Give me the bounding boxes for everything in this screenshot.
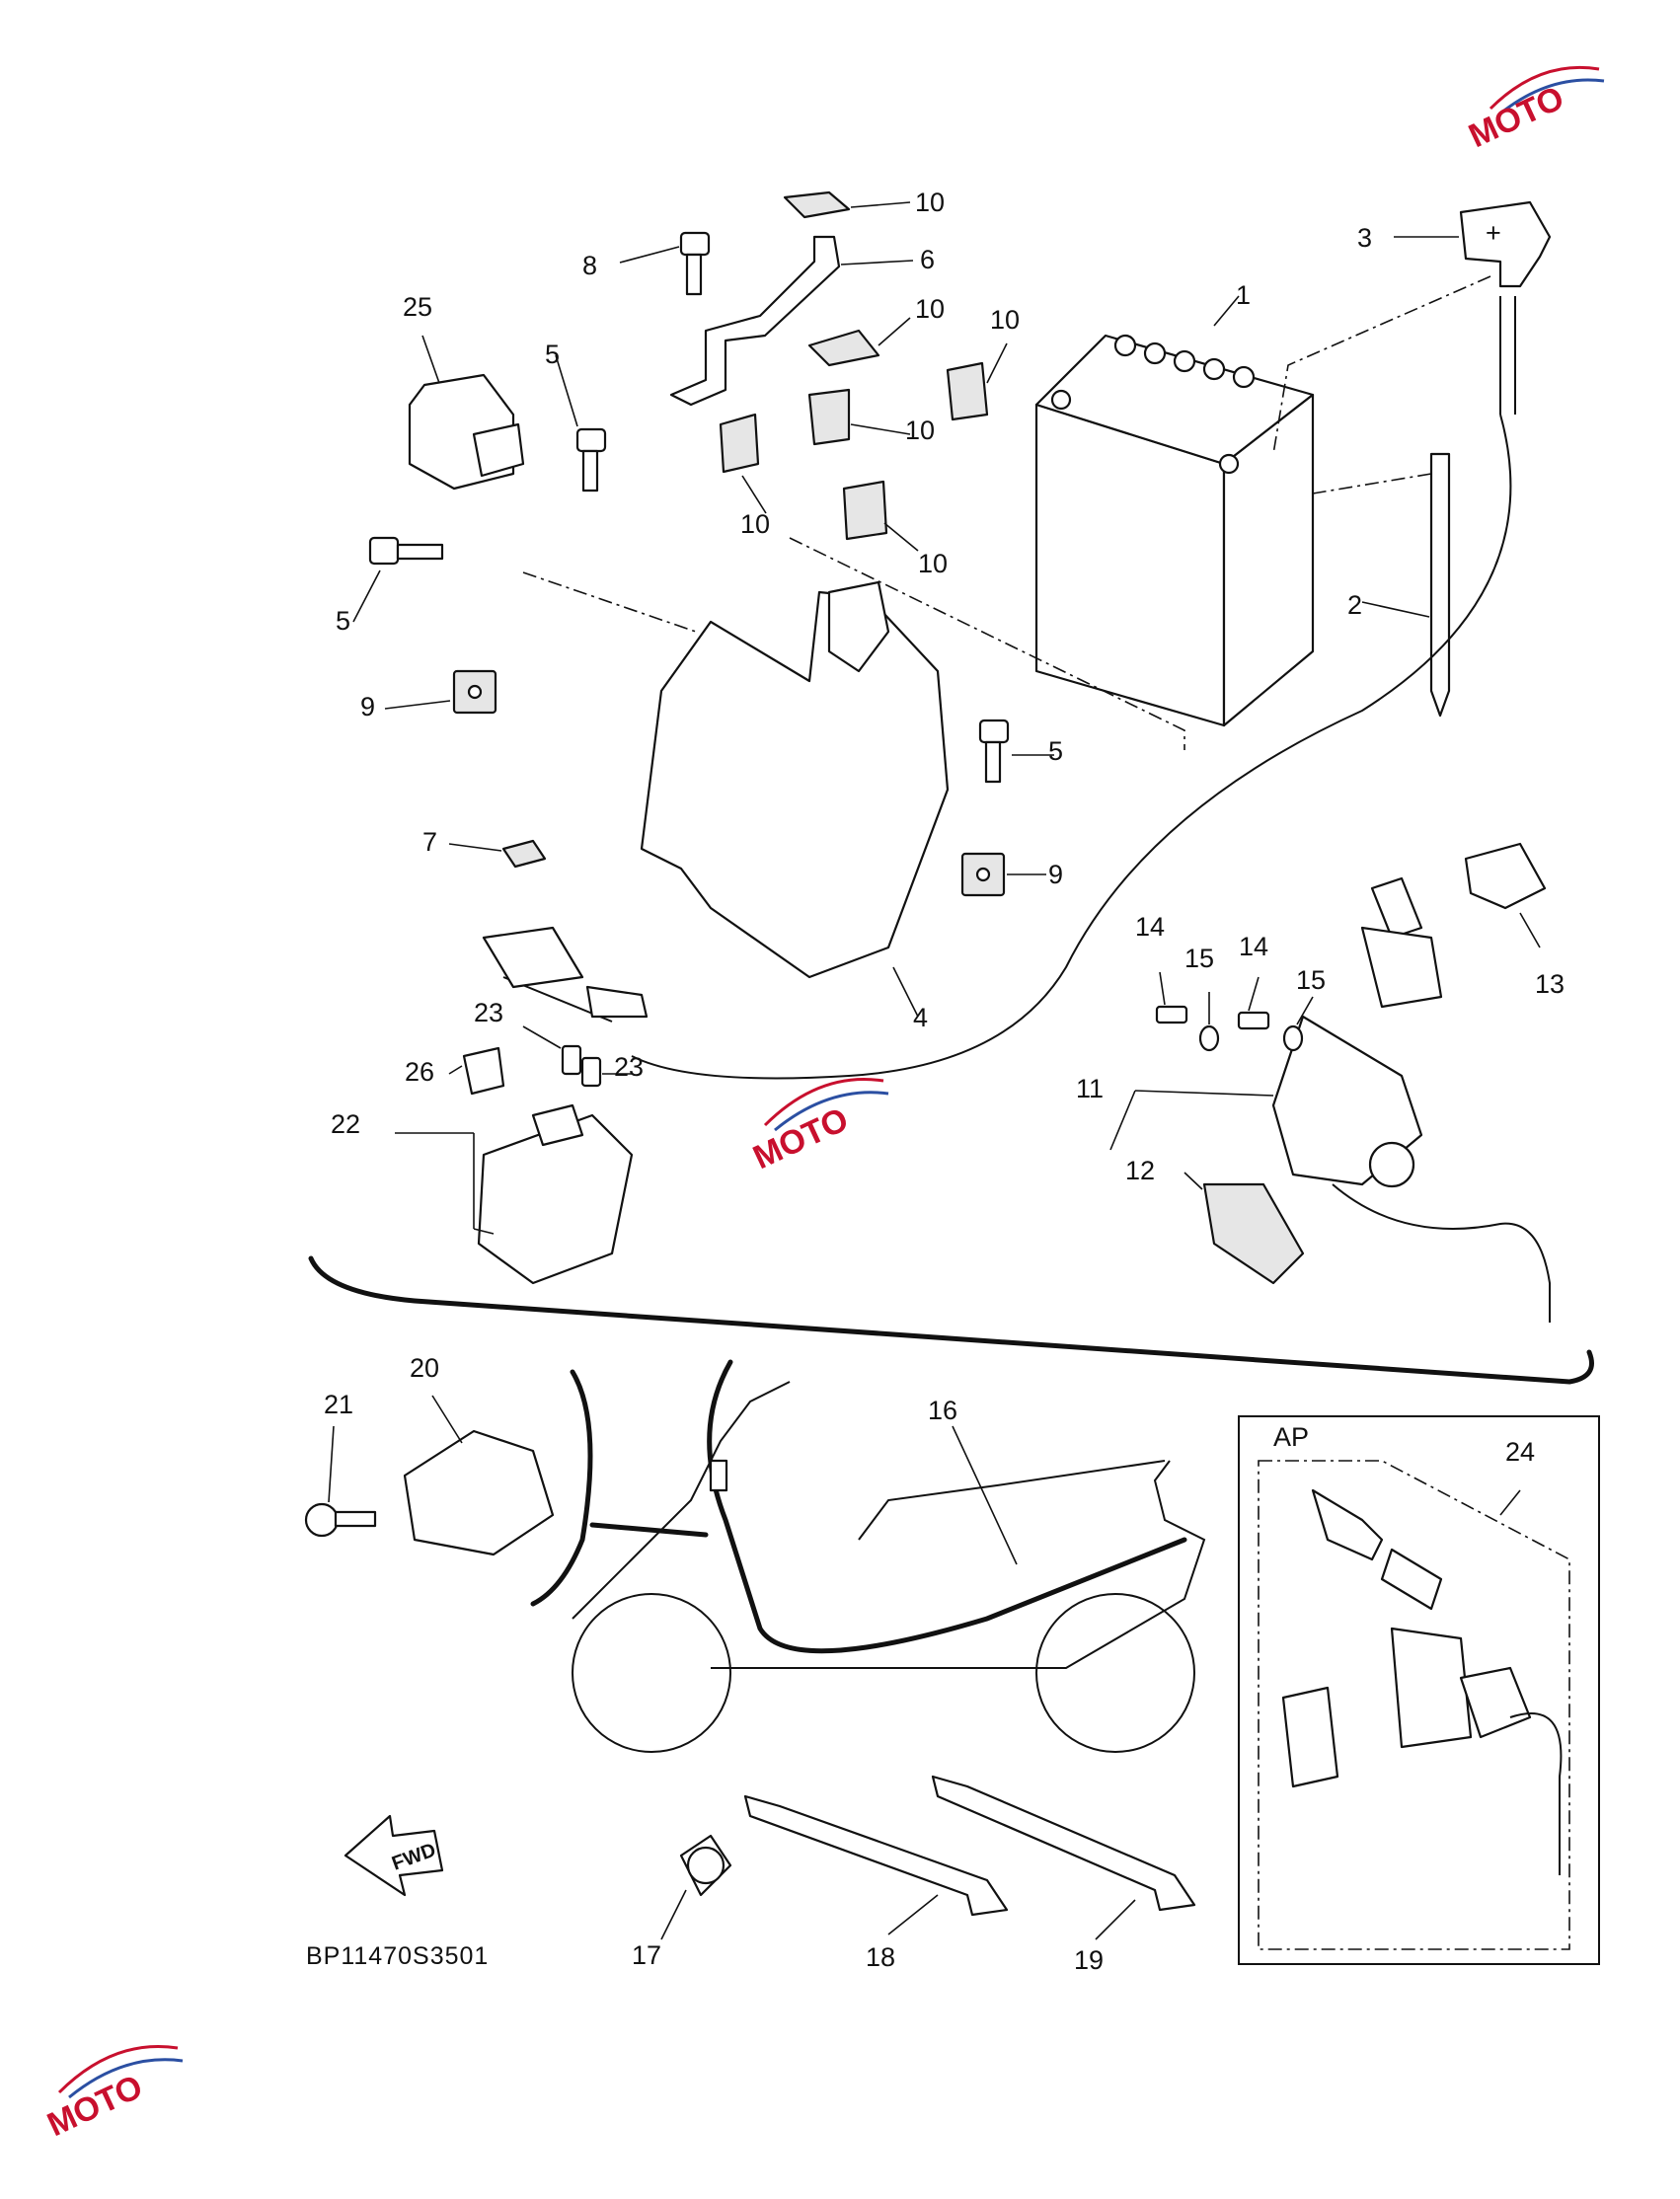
- terminal-cover-part-3: +: [1272, 200, 1552, 455]
- washer-part-15: [1198, 992, 1314, 1052]
- bolt-part-5: [352, 354, 1054, 784]
- callout-6: 6: [920, 245, 935, 274]
- callout-1: 1: [1236, 280, 1251, 310]
- diagram-code: BP11470S3501: [306, 1942, 489, 1970]
- callout-11: 11: [1076, 1074, 1104, 1103]
- callout-7: 7: [422, 827, 437, 857]
- callout-14-b: 14: [1239, 932, 1268, 961]
- callout-5-left: 5: [336, 606, 350, 636]
- inset-label: AP: [1273, 1422, 1309, 1452]
- clip-nut-part-7: [448, 839, 547, 869]
- callout-23-a: 23: [474, 998, 503, 1027]
- callout-20: 20: [410, 1353, 439, 1383]
- battery-cable: [482, 414, 1512, 1080]
- bracket-arc: [530, 1369, 593, 1607]
- callout-24: 24: [1505, 1437, 1535, 1467]
- cover-part-12: [1184, 1172, 1305, 1285]
- callout-9-left: 9: [360, 692, 375, 721]
- battery-part-1: [1034, 295, 1315, 727]
- grommet-part-9: [384, 669, 1046, 897]
- callout-10-c: 10: [990, 305, 1020, 335]
- callout-12: 12: [1125, 1156, 1155, 1185]
- section-divider: [308, 1255, 1594, 1385]
- rectifier-part-20: [403, 1395, 555, 1556]
- relay-part-25: [408, 335, 525, 491]
- callout-19: 19: [1074, 1945, 1104, 1975]
- callout-10-e: 10: [740, 509, 770, 539]
- callout-23-b: 23: [614, 1052, 644, 1082]
- callout-26: 26: [405, 1057, 434, 1087]
- callout-22: 22: [331, 1109, 360, 1139]
- callout-16: 16: [928, 1396, 957, 1425]
- battery-box-part-4: [522, 537, 1185, 1018]
- watermark-logo-top-right: MOTO: [1463, 65, 1605, 155]
- callout-10-f: 10: [918, 549, 948, 578]
- callout-15-a: 15: [1184, 944, 1214, 973]
- fuse-part-23: [522, 1025, 632, 1088]
- callout-5-right: 5: [1048, 736, 1063, 766]
- screw-part-14: [1155, 971, 1270, 1030]
- fwd-arrow-icon: FWD: [344, 1814, 444, 1897]
- watermark-logo-center: MOTO: [747, 1077, 889, 1176]
- bolt-part-8: [619, 231, 711, 296]
- callout-17: 17: [632, 1940, 661, 1970]
- bracket-part-6: [669, 235, 914, 407]
- pad-part-10: [719, 190, 1008, 552]
- callout-2: 2: [1347, 590, 1362, 620]
- callout-4: 4: [913, 1003, 928, 1032]
- positive-terminal-symbol: +: [1486, 218, 1501, 248]
- main-switch-part-11: [1109, 876, 1551, 1323]
- key-set-part-24: [1281, 1488, 1563, 1875]
- spare-fuse-part-26: [448, 1046, 505, 1096]
- watermark-logo-bottom-left: MOTO: [41, 2044, 184, 2144]
- bolt-part-21: [304, 1425, 377, 1538]
- cable-tie-part-19: [931, 1775, 1196, 1940]
- callout-14-a: 14: [1135, 912, 1165, 942]
- callout-8: 8: [582, 251, 597, 280]
- callout-21: 21: [324, 1390, 353, 1419]
- callout-15-b: 15: [1296, 965, 1326, 995]
- callout-10-b: 10: [915, 294, 945, 324]
- inset-frame-ap: AP: [1238, 1415, 1600, 1965]
- clamp-part-17: [660, 1834, 732, 1940]
- wire-harness-part-16: [572, 1359, 1206, 1753]
- callout-9-right: 9: [1048, 860, 1063, 889]
- cable-tie-part-18: [743, 1794, 1009, 1935]
- callout-10-d: 10: [905, 416, 935, 445]
- callout-10-a: 10: [915, 188, 945, 217]
- callout-25: 25: [403, 292, 432, 322]
- callout-5-top: 5: [545, 340, 560, 369]
- seat-lock-cap-part-13: [1464, 842, 1547, 948]
- fuse-box-part-22: [395, 1103, 634, 1285]
- callout-13: 13: [1535, 969, 1565, 999]
- callout-18: 18: [866, 1942, 895, 1972]
- watermark-text: MOTO: [1463, 79, 1569, 155]
- callout-3: 3: [1357, 223, 1372, 253]
- breather-tube-part-2: [1312, 452, 1451, 718]
